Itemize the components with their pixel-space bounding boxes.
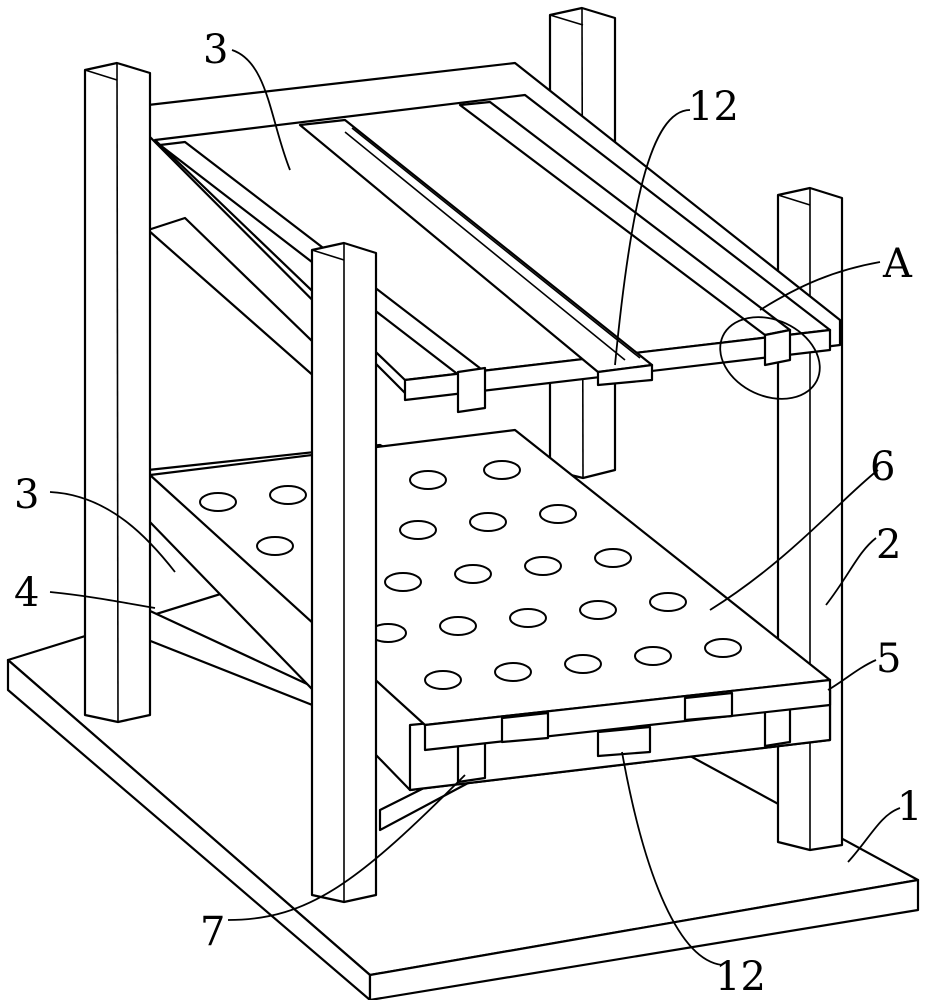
leader-lines [49, 49, 901, 966]
label-5: 5 [876, 636, 901, 682]
label-A: A [882, 241, 913, 287]
reference-labels: 3 12 A 6 3 2 4 5 1 7 12 [14, 27, 922, 1000]
rear-left-column [83, 61, 152, 724]
label-6: 6 [870, 444, 895, 490]
label-12-top: 12 [688, 84, 739, 130]
label-7: 7 [200, 909, 225, 955]
label-12-bottom: 12 [715, 954, 766, 1000]
label-4: 4 [14, 570, 39, 616]
front-left-column [310, 241, 378, 904]
plate-holes [199, 460, 742, 690]
label-2: 2 [876, 522, 901, 568]
label-3-side: 3 [14, 472, 39, 518]
label-3-top: 3 [203, 27, 228, 73]
label-1: 1 [897, 784, 922, 830]
detail-circle-a [719, 316, 821, 400]
